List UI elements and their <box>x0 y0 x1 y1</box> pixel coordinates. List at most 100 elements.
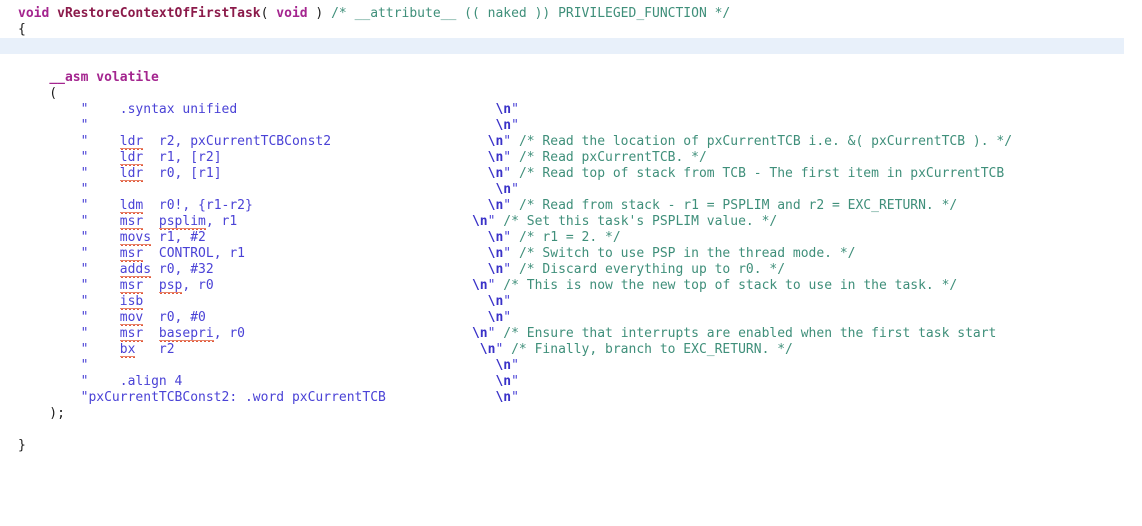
code-token-plain <box>18 134 81 149</box>
code-line[interactable]: { <box>0 22 1142 38</box>
code-token-escape: \n <box>495 390 512 405</box>
code-token-escape: \n <box>471 278 488 293</box>
code-token-plain <box>18 294 81 309</box>
code-token-comment: /* __attribute__ (( naked )) PRIVILEGED_… <box>331 6 731 21</box>
code-token-plain <box>18 390 81 405</box>
code-line[interactable]: " movs r1, #2 \n" /* r1 = 2. */ <box>0 230 1142 246</box>
code-token-escape: \n <box>487 310 504 325</box>
code-token-comment: /* Finally, branch to EXC_RETURN. */ <box>511 342 793 357</box>
code-line[interactable]: ); <box>0 406 1142 422</box>
code-line[interactable]: " msr psp, r0 \n" /* This is now the new… <box>0 278 1142 294</box>
asm-mnemonic-misspelled: basepri <box>158 326 214 342</box>
code-token-string: " <box>80 198 120 213</box>
code-token-string: " <box>487 214 504 229</box>
code-line[interactable] <box>0 54 1142 70</box>
code-token-escape: \n <box>495 358 512 373</box>
code-line[interactable]: " ldr r0, [r1] \n" /* Read top of stack … <box>0 166 1142 182</box>
code-token-plain <box>18 326 81 341</box>
code-token-comment: /* r1 = 2. */ <box>518 230 621 245</box>
code-token-plain <box>18 150 81 165</box>
code-line[interactable]: " ldr r1, [r2] \n" /* Read pxCurrentTCB.… <box>0 150 1142 166</box>
code-token-string: , r0 <box>182 278 472 293</box>
code-token-plain <box>18 310 81 325</box>
asm-mnemonic-misspelled: msr <box>119 214 144 230</box>
code-line[interactable]: " bx r2 \n" /* Finally, branch to EXC_RE… <box>0 342 1142 358</box>
code-token-plain <box>18 70 49 85</box>
code-token-string: r1, #2 <box>151 230 488 245</box>
code-line[interactable]: " msr CONTROL, r1 \n" /* Switch to use P… <box>0 246 1142 262</box>
code-token-string: " <box>80 278 120 293</box>
code-token-string: , r0 <box>213 326 472 341</box>
code-token-string: " <box>511 390 519 405</box>
code-token-plain <box>49 6 57 21</box>
asm-mnemonic-misspelled: ldr <box>119 134 144 150</box>
asm-mnemonic-misspelled: msr <box>119 326 144 342</box>
code-token-plain <box>18 278 81 293</box>
code-line[interactable]: " .align 4 \n" <box>0 374 1142 390</box>
code-line[interactable]: " adds r0, #32 \n" /* Discard everything… <box>0 262 1142 278</box>
code-token-plain: } <box>18 438 26 453</box>
code-line[interactable]: " \n" <box>0 118 1142 134</box>
code-token-comment: /* Discard everything up to r0. */ <box>518 262 786 277</box>
code-line[interactable]: " isb \n" <box>0 294 1142 310</box>
code-token-string: " <box>487 278 504 293</box>
code-line[interactable]: " \n" <box>0 358 1142 374</box>
code-token-string: " <box>80 262 120 277</box>
code-line[interactable]: ( <box>0 86 1142 102</box>
code-token-string: " <box>503 310 512 325</box>
code-token-keyword: void <box>276 6 308 21</box>
code-token-plain <box>18 214 81 229</box>
code-token-escape: \n <box>495 374 512 389</box>
code-line[interactable]: " mov r0, #0 \n" <box>0 310 1142 326</box>
asm-mnemonic-misspelled: isb <box>119 294 144 310</box>
code-line[interactable]: " .syntax unified \n" <box>0 102 1142 118</box>
code-token-comment: /* Read pxCurrentTCB. */ <box>518 150 707 165</box>
code-token-string: r0, #32 <box>151 262 488 277</box>
asm-mnemonic-misspelled: ldr <box>119 166 144 182</box>
code-token-string: " <box>80 294 120 309</box>
code-token-comment: /* Read top of stack from TCB - The firs… <box>518 166 1005 181</box>
code-line[interactable]: } <box>0 438 1142 454</box>
code-token-string: " <box>487 326 504 341</box>
code-token-string: " <box>511 102 519 117</box>
code-token-string: " <box>80 246 120 261</box>
code-token-plain <box>18 198 81 213</box>
code-token-string: r0, #0 <box>143 310 488 325</box>
code-token-escape: \n <box>487 198 504 213</box>
code-token-comment: /* Ensure that interrupts are enabled wh… <box>503 326 997 341</box>
asm-mnemonic-misspelled: bx <box>119 342 136 358</box>
code-token-comment: /* Read from stack - r1 = PSPLIM and r2 … <box>518 198 958 213</box>
code-line[interactable]: " ldm r0!, {r1-r2} \n" /* Read from stac… <box>0 198 1142 214</box>
code-token-plain <box>18 166 81 181</box>
code-token-string: r0, [r1] <box>143 166 488 181</box>
code-token-function: vRestoreContextOfFirstTask <box>57 6 261 21</box>
code-line[interactable] <box>0 422 1142 438</box>
code-token-escape: \n <box>487 150 504 165</box>
code-token-string: r1, [r2] <box>143 150 488 165</box>
code-line[interactable]: " \n" <box>0 182 1142 198</box>
code-token-string: r0!, {r1-r2} <box>143 198 488 213</box>
code-token-escape: \n <box>495 102 512 117</box>
code-line[interactable] <box>0 38 1124 54</box>
code-token-string: " <box>80 134 120 149</box>
code-token-comment: /* Set this task's PSPLIM value. */ <box>503 214 778 229</box>
code-line[interactable]: __asm volatile <box>0 70 1142 86</box>
code-line[interactable]: "pxCurrentTCBConst2: .word pxCurrentTCB … <box>0 390 1142 406</box>
code-token-string: r2 <box>135 342 480 357</box>
code-line[interactable]: void vRestoreContextOfFirstTask( void ) … <box>0 6 1142 22</box>
code-line[interactable]: " msr psplim, r1 \n" /* Set this task's … <box>0 214 1142 230</box>
code-token-plain <box>18 342 81 357</box>
code-token-string: " <box>80 118 496 133</box>
code-token-string: " <box>511 182 519 197</box>
code-token-string: " .align 4 <box>80 374 496 389</box>
code-token-string: " <box>80 326 120 341</box>
code-line[interactable]: " ldr r2, pxCurrentTCBConst2 \n" /* Read… <box>0 134 1142 150</box>
code-token-string: " .syntax unified <box>80 102 496 117</box>
code-token-plain <box>18 182 81 197</box>
code-token-escape: \n <box>471 214 488 229</box>
code-line[interactable]: " msr basepri, r0 \n" /* Ensure that int… <box>0 326 1142 342</box>
code-token-string <box>143 294 487 309</box>
code-token-plain: ); <box>18 406 65 421</box>
code-token-string: " <box>80 214 120 229</box>
